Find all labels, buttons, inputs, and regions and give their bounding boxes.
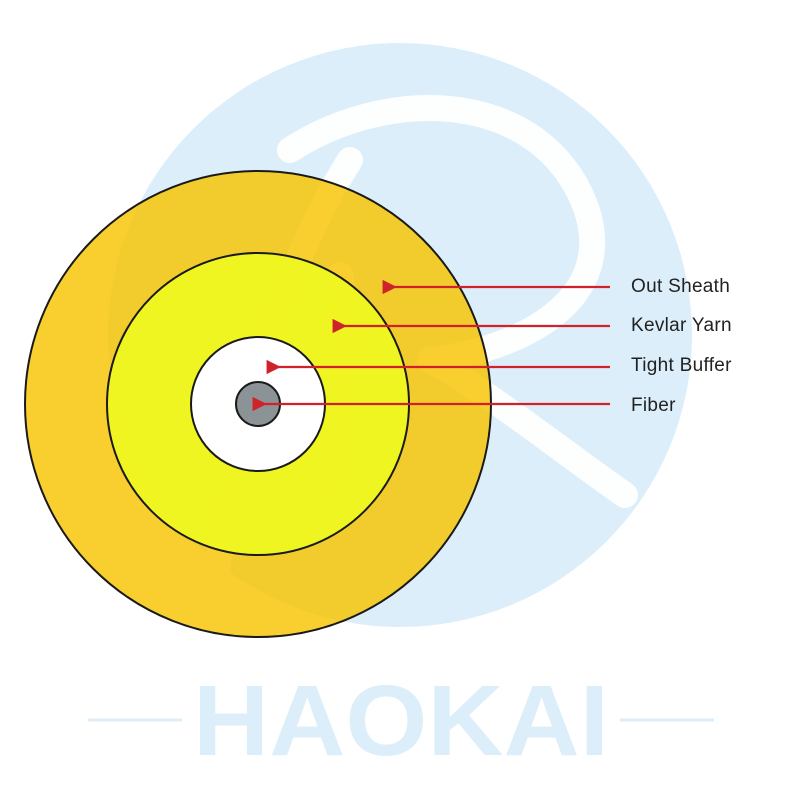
watermark-wordmark: HAOKAI (88, 665, 714, 777)
label-out-sheath: Out Sheath (631, 276, 731, 297)
pointer-arrows (252, 279, 610, 412)
label-kevlar-yarn: Kevlar Yarn (631, 315, 732, 336)
label-fiber: Fiber (631, 395, 676, 416)
label-tight-buffer: Tight Buffer (631, 355, 732, 376)
watermark-text: HAOKAI (193, 665, 609, 777)
